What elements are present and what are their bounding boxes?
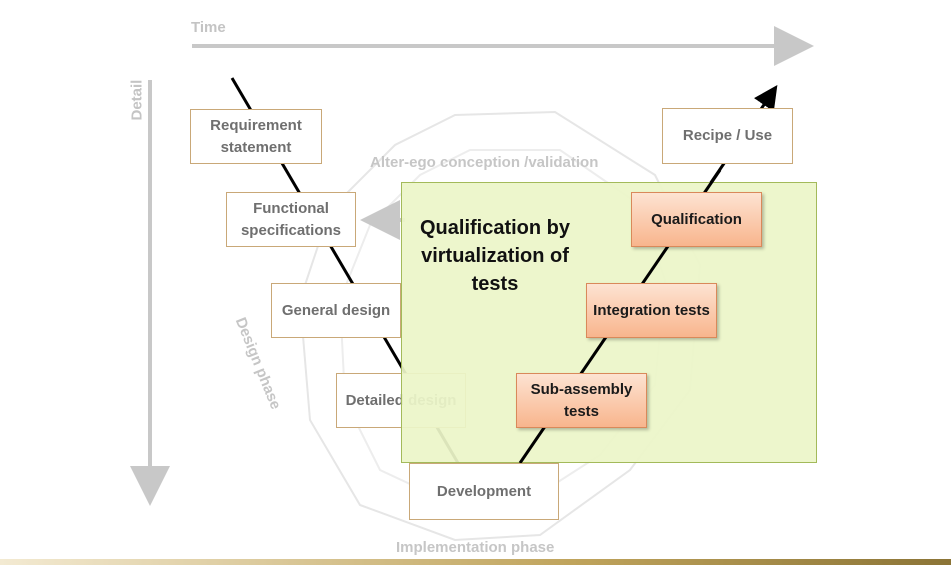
functional-specifications-text: Functional specifications	[240, 199, 342, 239]
development-text: Development	[436, 482, 532, 500]
functional-specifications-box: Functional specifications	[226, 192, 356, 247]
qualification-box: Qualification	[631, 192, 762, 247]
time-axis-label: Time	[191, 19, 226, 36]
integration-tests-box: Integration tests	[586, 283, 717, 338]
general-design-text: General design	[281, 301, 391, 319]
integration-tests-text: Integration tests	[593, 301, 710, 319]
requirement-statement-box: Requirement statement	[190, 109, 322, 164]
development-box: Development	[409, 463, 559, 520]
recipe-use-text: Recipe / Use	[682, 127, 773, 144]
sub-assembly-tests-text: Sub-assembly tests	[530, 380, 633, 420]
virtualization-panel-title: Qualification by virtualization of tests	[419, 217, 571, 295]
general-design-box: General design	[271, 283, 401, 338]
alter-ego-label: Alter-ego conception /validation	[370, 154, 599, 171]
implementation-phase-label: Implementation phase	[396, 539, 555, 556]
qualification-text: Qualification	[651, 210, 742, 228]
recipe-use-box: Recipe / Use	[662, 108, 793, 164]
requirement-statement-text: Requirement statement	[210, 116, 302, 156]
bottom-decorative-bar	[0, 559, 951, 565]
sub-assembly-tests-box: Sub-assembly tests	[516, 373, 647, 428]
